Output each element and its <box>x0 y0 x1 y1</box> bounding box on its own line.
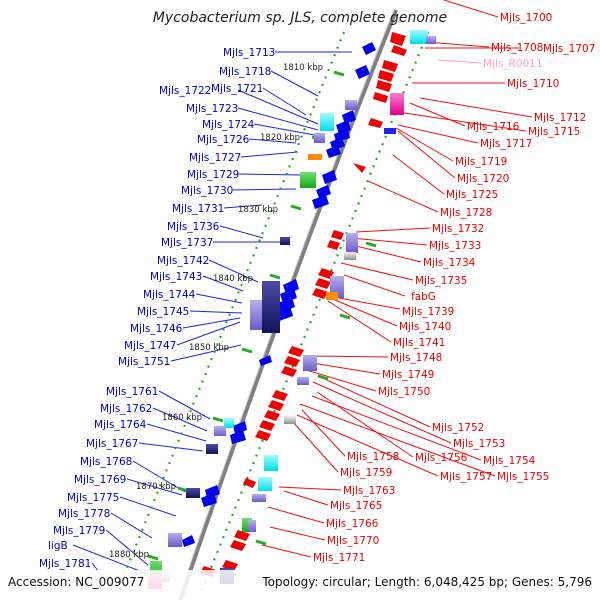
gene-label[interactable]: Mjls_1781 <box>39 558 91 570</box>
gene-label[interactable]: Mjls_1747 <box>124 340 176 352</box>
gene-label[interactable]: Mjls_1740 <box>399 321 451 333</box>
gene-label[interactable]: Mjls_1753 <box>453 438 505 450</box>
gene-label[interactable]: Mjls_1743 <box>150 271 202 283</box>
gene-label[interactable]: Mjls_1730 <box>181 185 233 197</box>
gene-label[interactable]: fabG <box>411 291 436 303</box>
gene-label[interactable]: Mjls_1746 <box>130 323 183 335</box>
gene-label[interactable]: Mjls_1755 <box>497 471 549 483</box>
gene-label[interactable]: Mjls_1723 <box>186 103 238 115</box>
kbp-tick-marks <box>147 70 377 561</box>
gene-label[interactable]: Mjls_1729 <box>187 169 239 181</box>
gene-label[interactable]: Mjls_1754 <box>483 455 536 467</box>
accession-text: Accession: NC_009077 <box>8 575 144 589</box>
gene-label[interactable]: Mjls_1748 <box>390 352 442 364</box>
gene-label[interactable]: Mjls_1731 <box>172 203 224 215</box>
genome-stats-text: Topology: circular; Length: 6,048,425 bp… <box>261 575 592 589</box>
gene-label[interactable]: Mjls_1727 <box>189 152 241 164</box>
kbp-label: 1860 kbp <box>162 413 202 423</box>
kbp-label: 1820 kbp <box>260 133 300 143</box>
gene-label[interactable]: Mjls_1733 <box>429 240 481 252</box>
gene-label[interactable]: Mjls_1718 <box>219 66 271 78</box>
gene-label[interactable]: Mjls_1734 <box>423 257 476 269</box>
reverse-boxes <box>220 30 436 584</box>
gene-label[interactable]: Mjls_1768 <box>80 456 132 468</box>
gene-label[interactable]: Mjls_1744 <box>143 289 196 301</box>
gene-label[interactable]: Mjls_1700 <box>500 12 552 24</box>
gene-label[interactable]: Mjls_1767 <box>86 438 138 450</box>
kbp-label: 1840 kbp <box>213 274 253 284</box>
kbp-label: 1810 kbp <box>283 63 323 73</box>
gene-label[interactable]: Mjls_1715 <box>528 126 580 138</box>
gene-label[interactable]: Mjls_1721 <box>211 83 263 95</box>
gene-label[interactable]: Mjls_1766 <box>326 518 379 530</box>
gene-label[interactable]: Mjls_1732 <box>432 223 484 235</box>
gene-label[interactable]: Mjls_1751 <box>118 356 170 368</box>
gene-label[interactable]: Mjls_1742 <box>157 255 209 267</box>
gene-label[interactable]: ligB <box>48 540 68 552</box>
gene-label[interactable]: Mjls_1720 <box>457 173 509 185</box>
gene-label[interactable]: Mjls_1719 <box>455 156 507 168</box>
forward-strand-genes <box>182 42 376 547</box>
gene-label[interactable]: Mjls_1758 <box>347 451 399 463</box>
gene-label[interactable]: Mjls_1749 <box>382 369 434 381</box>
gene-label[interactable]: Mjls_1765 <box>330 500 382 512</box>
gene-label[interactable]: Mjls_1707 <box>543 43 595 55</box>
gene-label[interactable]: Mjls_1724 <box>202 119 255 131</box>
gene-label[interactable]: Mjls_R0011 <box>483 58 543 70</box>
gene-label[interactable]: Mjls_1761 <box>106 386 158 398</box>
gene-label[interactable]: Mjls_1764 <box>94 419 147 431</box>
kbp-label: 1850 kbp <box>189 343 229 353</box>
gene-label[interactable]: Mjls_1713 <box>223 47 275 59</box>
gene-label[interactable]: Mjls_1771 <box>313 552 365 564</box>
gene-label[interactable]: Mjls_1750 <box>378 386 430 398</box>
gene-label[interactable]: Mjls_1716 <box>467 121 520 133</box>
gene-label[interactable]: Mjls_1759 <box>340 467 392 479</box>
gene-label[interactable]: Mjls_1757 <box>440 471 492 483</box>
gene-label[interactable]: Mjls_1763 <box>343 485 395 497</box>
gene-label[interactable]: Mjls_1708 <box>491 42 543 54</box>
kbp-labels: 1810 kbp 1820 kbp 1830 kbp 1840 kbp 1850… <box>109 63 323 560</box>
gene-label[interactable]: Mjls_1710 <box>507 78 559 90</box>
reverse-strand-genes <box>200 32 407 577</box>
gene-label[interactable]: Mjls_1737 <box>161 237 213 249</box>
gene-label[interactable]: Mjls_1756 <box>415 452 468 464</box>
left-connectors <box>72 51 352 574</box>
gene-label[interactable]: Mjls_1736 <box>167 221 220 233</box>
gene-label[interactable]: Mjls_1775 <box>67 492 119 504</box>
kbp-label: 1830 kbp <box>238 205 278 215</box>
gene-label[interactable]: Mjls_1745 <box>137 306 189 318</box>
right-connectors <box>261 0 533 558</box>
gene-label[interactable]: Mjls_1726 <box>197 134 250 146</box>
gene-label[interactable]: Mjls_1741 <box>393 337 445 349</box>
genome-title: Mycobacterium sp. JLS, complete genome <box>153 10 447 26</box>
gene-label[interactable]: Mjls_1779 <box>53 525 105 537</box>
gene-label[interactable]: Mjls_1735 <box>415 275 467 287</box>
gene-label[interactable]: Mjls_1769 <box>74 474 126 486</box>
gene-label[interactable]: Mjls_1752 <box>432 422 484 434</box>
left-gene-labels: Mjls_1713 Mjls_1718 Mjls_1721 Mjls_1722 … <box>39 47 275 570</box>
kbp-label: 1880 kbp <box>109 550 149 560</box>
gene-label[interactable]: Mjls_1728 <box>440 207 492 219</box>
gene-label[interactable]: Mjls_1762 <box>100 403 152 415</box>
gene-label[interactable]: Mjls_1778 <box>58 508 110 520</box>
footer-background <box>0 570 600 600</box>
rna-connector <box>437 59 482 64</box>
gene-label[interactable]: Mjls_1722 <box>159 85 211 97</box>
gene-label[interactable]: Mjls_1712 <box>534 112 586 124</box>
gene-label[interactable]: Mjls_1717 <box>480 138 532 150</box>
gene-label[interactable]: Mjls_1770 <box>327 535 379 547</box>
right-gene-labels: Mjls_1700 Mjls_1708 Mjls_1707 Mjls_R0011… <box>313 12 595 564</box>
gene-label[interactable]: Mjls_1739 <box>402 306 454 318</box>
gene-label[interactable]: Mjls_1725 <box>446 189 498 201</box>
kbp-label: 1870 kbp <box>136 482 176 492</box>
